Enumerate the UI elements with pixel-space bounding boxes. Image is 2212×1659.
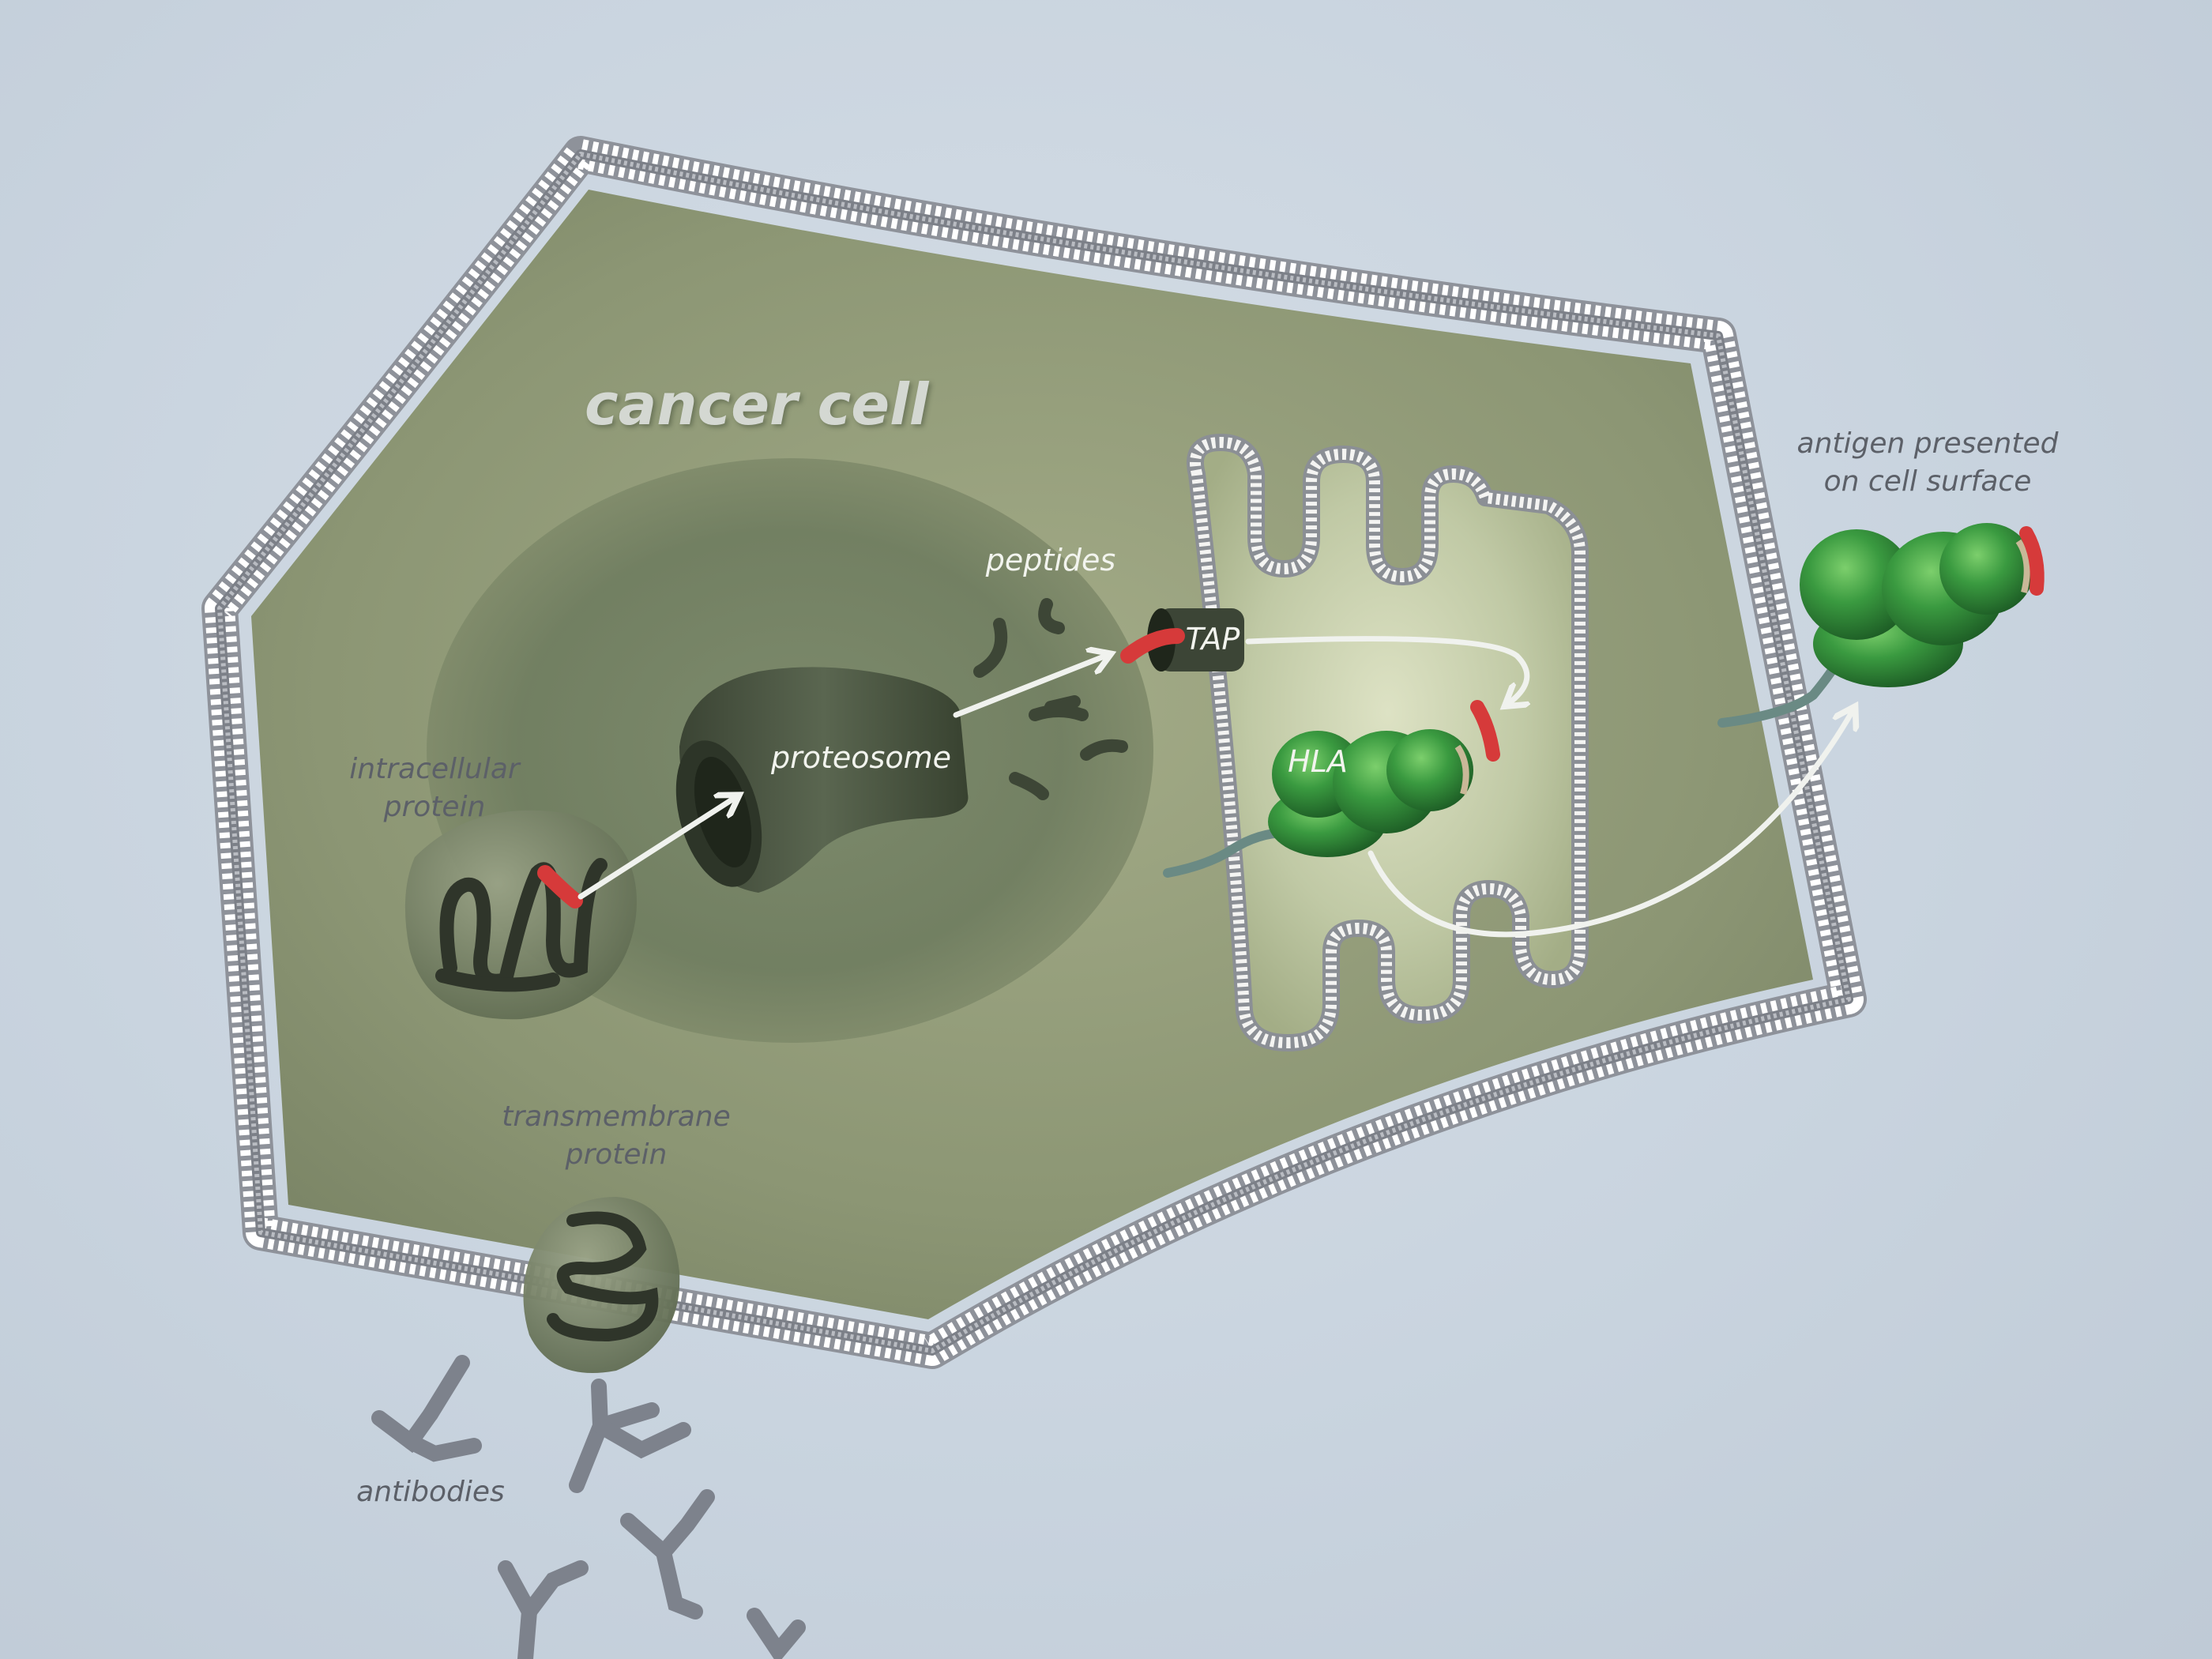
antibody: [569, 1379, 691, 1493]
label-hla: HLA: [1288, 744, 1348, 779]
antigen-peptide: [537, 865, 583, 908]
hla-molecule-er: [1163, 700, 1500, 878]
arrow-hla-to-surface: [1367, 711, 1853, 938]
antibodies: [371, 1355, 806, 1659]
label-transmembrane-protein: transmembrane protein: [502, 1100, 731, 1171]
peptide-fragments: [973, 598, 1128, 800]
label-peptides: peptides: [985, 543, 1116, 577]
label-intracellular-protein: intracellular protein: [349, 753, 520, 823]
pathway-arrows: [577, 636, 1853, 938]
arrow-proteosome-to-tap: [953, 656, 1106, 718]
proteosome: [675, 667, 969, 893]
arrow-tap-to-hla: [1245, 636, 1527, 703]
label-antigen-presented: antigen presented on cell surface: [1796, 427, 2059, 498]
peptide-in-tap: [1120, 628, 1185, 664]
antibody: [620, 1489, 715, 1620]
antibody: [747, 1608, 806, 1659]
antibody: [371, 1355, 482, 1462]
tap-transporter: [1120, 608, 1244, 672]
presented-antigen-peptide: [2019, 526, 2045, 596]
label-proteosome: proteosome: [771, 740, 951, 775]
label-antibodies: antibodies: [356, 1476, 505, 1508]
antibody: [498, 1560, 589, 1659]
transmembrane-protein: [523, 1197, 680, 1373]
hla-molecule-surface: [1717, 523, 2045, 728]
peptide-near-hla: [1470, 700, 1500, 762]
cell-title: cancer cell: [585, 371, 929, 438]
intracellular-protein: [404, 810, 637, 1020]
arrow-protein-to-proteosome: [577, 798, 735, 900]
cell-membrane: [201, 136, 1867, 1369]
label-tap: TAP: [1185, 622, 1240, 656]
